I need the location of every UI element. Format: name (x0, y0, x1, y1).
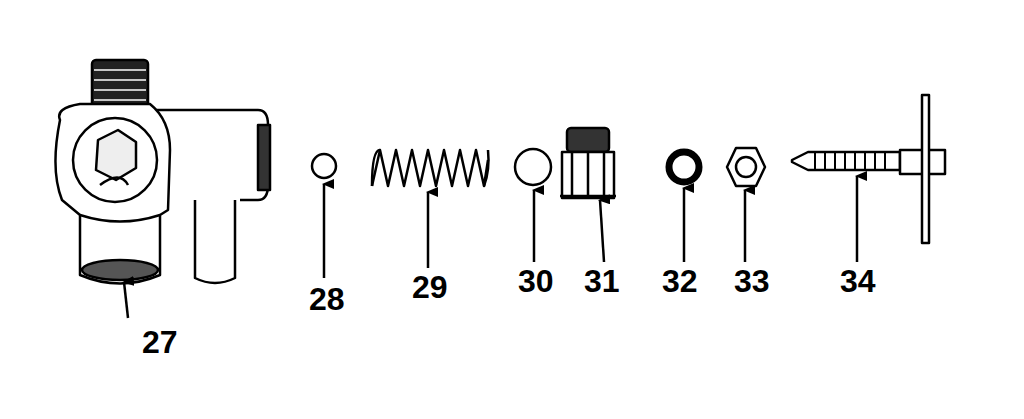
spring (372, 150, 488, 186)
leader-lines (124, 176, 857, 318)
callout-number: 32 (662, 265, 698, 297)
spring-end (372, 150, 489, 186)
callout-number: 29 (412, 271, 448, 303)
fitting (560, 128, 616, 198)
washer (669, 152, 699, 182)
callout-number: 33 (734, 265, 770, 297)
callout-number: 31 (584, 265, 620, 297)
callout-number: 34 (840, 265, 876, 297)
callout-number: 30 (518, 265, 554, 297)
callout-number: 28 (309, 283, 345, 315)
ball (515, 149, 551, 185)
valve-body (55, 60, 270, 284)
t-handle-screw (792, 95, 945, 243)
hex-nut (727, 148, 765, 186)
callout-number: 27 (142, 326, 178, 358)
small-ball (312, 154, 336, 178)
